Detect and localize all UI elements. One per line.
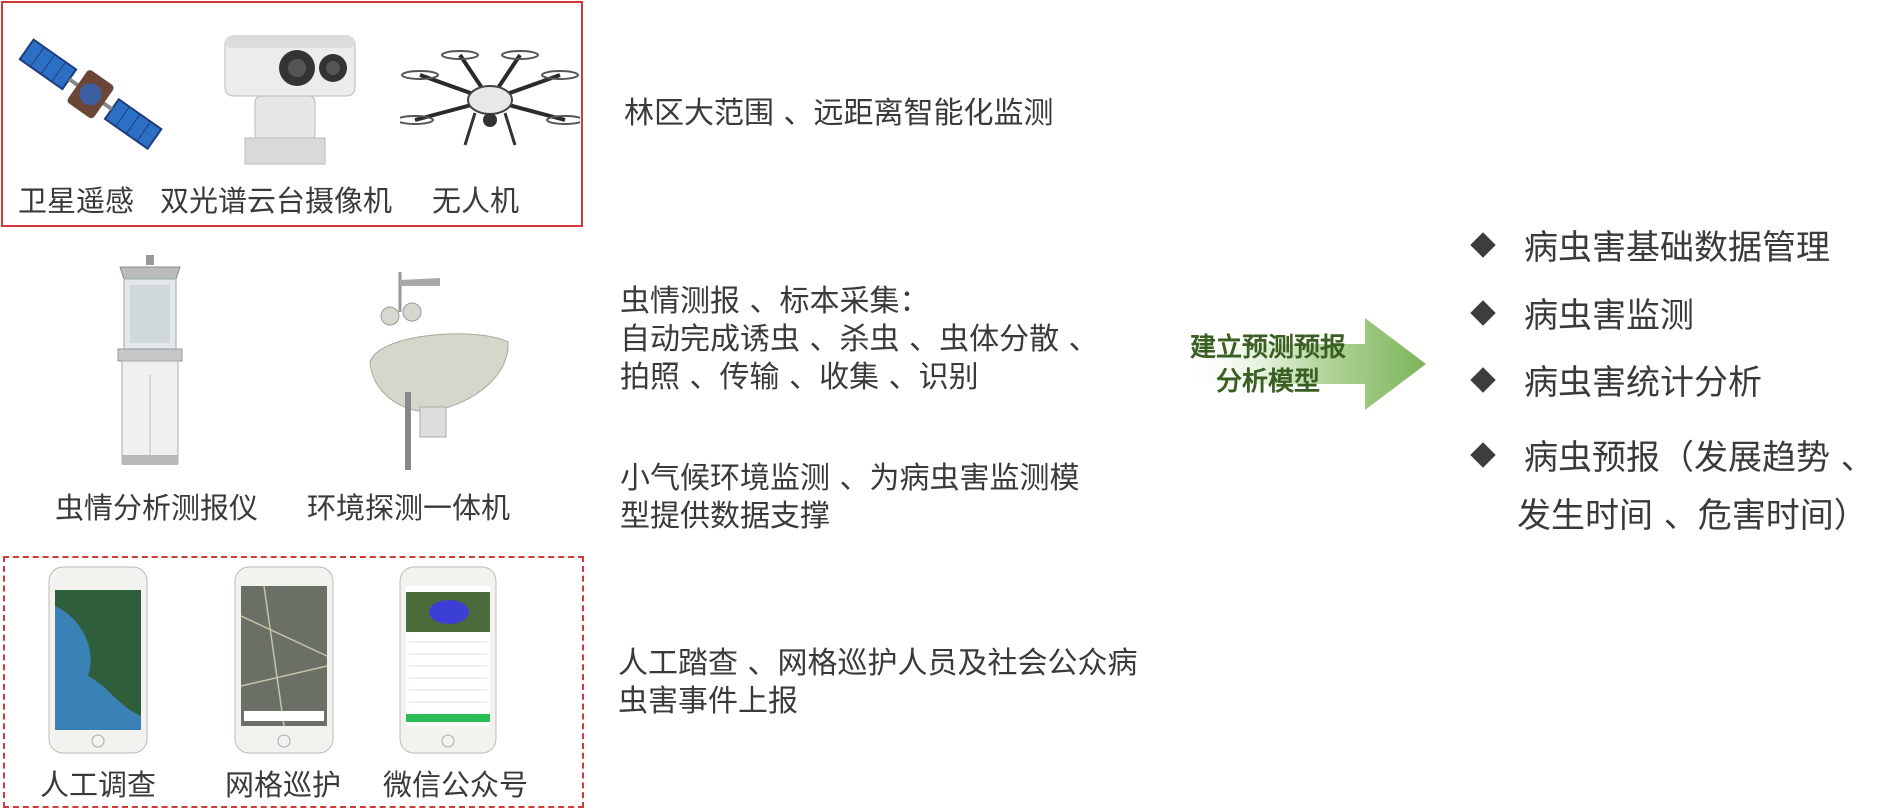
- climate-description-line1: 小气候环境监测 、为病虫害监测模: [620, 461, 1080, 496]
- remote-description: 林区大范围 、远距离智能化监测: [624, 96, 1054, 131]
- output-item-label: 发生时间 、危害时间）: [1517, 496, 1868, 536]
- model-label-line2: 分析模型: [1215, 367, 1320, 397]
- diamond-bullet-icon: [1470, 299, 1496, 326]
- camera-label: 双光谱云台摄像机: [160, 184, 393, 218]
- output-item: 病虫害基础数据管理: [1468, 220, 1830, 269]
- insect-description-line3: 拍照 、传输 、收集 、识别: [620, 360, 979, 395]
- climate-description: 小气候环境监测 、为病虫害监测模 型提供数据支撑: [620, 460, 1080, 536]
- diamond-bullet-icon: [1470, 441, 1496, 468]
- output-item: 病虫害监测: [1468, 288, 1694, 337]
- ptz-camera-icon: [224, 35, 356, 165]
- model-arrow-icon: [1180, 318, 1426, 410]
- insect-reporter-label: 虫情分析测报仪: [55, 491, 259, 525]
- model-label: 建立预测预报 分析模型: [1173, 331, 1363, 399]
- climate-description-line2: 型提供数据支撑: [620, 499, 830, 534]
- remote-sensing-frame: [1, 1, 583, 227]
- insect-description: 虫情测报 、标本采集： 自动完成诱虫 、杀虫 、虫体分散 、 拍照 、传输 、收…: [620, 283, 1099, 397]
- manual-survey-label: 人工调查: [40, 768, 157, 802]
- manual-report-frame: [3, 556, 584, 808]
- env-monitor-icon: [369, 272, 509, 470]
- model-label-line1: 建立预测预报: [1189, 333, 1346, 363]
- drone-label: 无人机: [432, 184, 520, 218]
- output-item: 病虫预报（发展趋势 、: [1468, 430, 1875, 479]
- output-item-label: 病虫害基础数据管理: [1524, 228, 1830, 268]
- wechat-label: 微信公众号: [383, 768, 529, 802]
- manual-description-line2: 虫害事件上报: [618, 684, 798, 719]
- insect-description-line2: 自动完成诱虫 、杀虫 、虫体分散 、: [620, 322, 1099, 357]
- grid-patrol-label: 网格巡护: [225, 768, 342, 802]
- output-item-label: 病虫害统计分析: [1524, 363, 1762, 403]
- insect-reporter-icon: [117, 255, 183, 465]
- insect-description-line1: 虫情测报 、标本采集：: [620, 284, 930, 319]
- phone-wechat-icon: [399, 566, 497, 754]
- output-item-label: 病虫预报（发展趋势 、: [1524, 438, 1875, 478]
- diamond-bullet-icon: [1470, 231, 1496, 258]
- drone-icon: [400, 50, 580, 146]
- satellite-icon: [18, 38, 163, 151]
- env-monitor-label: 环境探测一体机: [307, 491, 511, 525]
- phone-grid-patrol-icon: [234, 566, 334, 754]
- output-item-continuation: 发生时间 、危害时间）: [1517, 488, 1868, 537]
- phone-manual-survey-icon: [48, 566, 148, 754]
- manual-description: 人工踏查 、网格巡护人员及社会公众病 虫害事件上报: [618, 645, 1138, 721]
- output-item: 病虫害统计分析: [1468, 355, 1762, 404]
- manual-description-line1: 人工踏查 、网格巡护人员及社会公众病: [618, 646, 1138, 681]
- satellite-label: 卫星遥感: [18, 184, 135, 218]
- diamond-bullet-icon: [1470, 366, 1496, 393]
- output-item-label: 病虫害监测: [1524, 296, 1694, 336]
